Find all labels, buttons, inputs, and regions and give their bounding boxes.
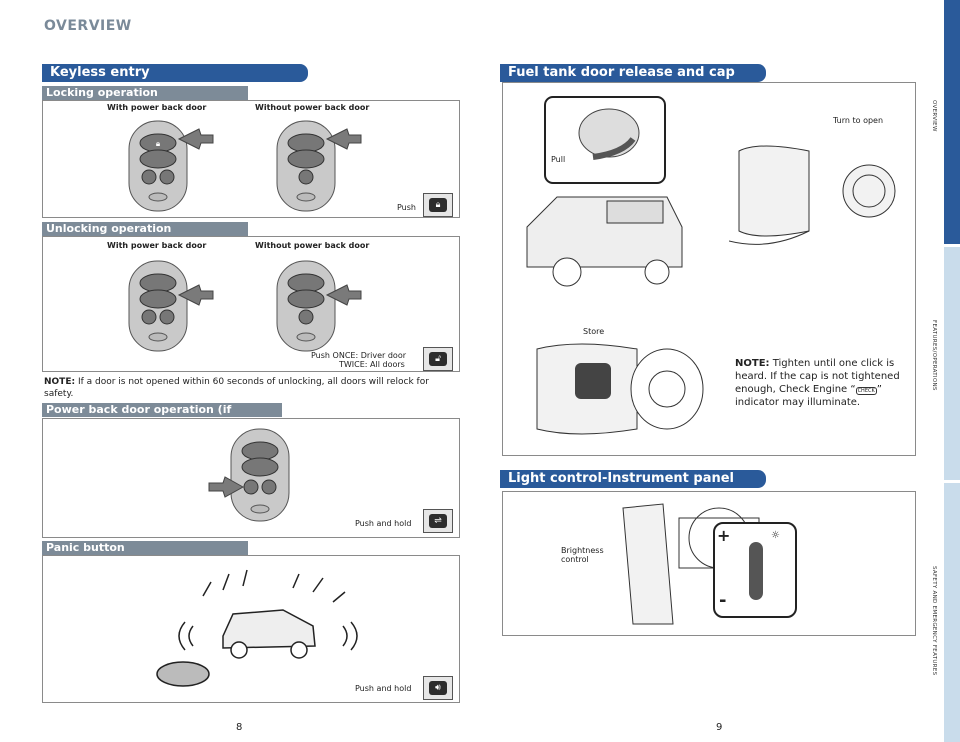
- power-back-door-instruction: Push and hold: [355, 519, 412, 528]
- brightness-label-2: control: [561, 555, 589, 564]
- fuel-panel: Pull Turn to open Store NOTE: Tighten un…: [502, 82, 916, 456]
- tab-features-operations[interactable]: [944, 247, 960, 480]
- brightness-dial-inset: + - ☼: [713, 522, 797, 618]
- turn-to-open-label: Turn to open: [833, 116, 884, 125]
- note-text: Tighten until one click is heard. If the…: [735, 358, 900, 395]
- note-text-end: ” indicator may illuminate.: [735, 384, 882, 408]
- svg-text:🔒︎: 🔒︎: [156, 139, 160, 148]
- fuel-lever-illustration: [544, 96, 666, 184]
- tab-overview[interactable]: [944, 0, 960, 244]
- tab-label-features: FEATURES/OPERATIONS: [931, 320, 937, 391]
- unlocking-panel: With power back door Without power back …: [42, 236, 460, 372]
- vehicle-illustration: [526, 196, 683, 287]
- brightness-dial[interactable]: [749, 542, 763, 600]
- panic-illustration: [156, 569, 358, 687]
- panic-button-icon: 🔊︎: [423, 676, 453, 700]
- note-label: NOTE:: [735, 358, 770, 369]
- fuel-cap-store-illustration: [536, 343, 704, 435]
- page-header: OVERVIEW: [44, 18, 132, 34]
- col-label-with: With power back door: [107, 241, 207, 250]
- fuel-cap-open-illustration: [729, 145, 896, 245]
- subsection-locking: Locking operation: [42, 86, 248, 100]
- plus-sign: +: [717, 526, 731, 545]
- note-label: NOTE:: [44, 377, 76, 387]
- tab-label-overview: OVERVIEW: [931, 100, 937, 132]
- unlocking-instruction-2: TWICE: All doors: [339, 360, 405, 369]
- col-label-without: Without power back door: [255, 241, 370, 250]
- key-fob-without-power-door: [276, 120, 362, 212]
- note-text: If a door is not opened within 60 second…: [44, 377, 429, 399]
- fuel-note: NOTE: Tighten until one click is heard. …: [735, 357, 911, 409]
- col-label-without: Without power back door: [255, 103, 370, 112]
- check-engine-icon: CHECK: [855, 387, 877, 395]
- keyless-note: NOTE: If a door is not opened within 60 …: [44, 376, 454, 400]
- section-light-control: Light control-Instrument panel: [500, 470, 766, 488]
- col-label-with: With power back door: [107, 103, 207, 112]
- panic-instruction: Push and hold: [355, 684, 412, 693]
- lock-button-icon: 🔒︎: [423, 193, 453, 217]
- page-number-left: 8: [236, 722, 243, 733]
- dashboard-light-icon: ☼: [771, 530, 780, 541]
- key-fob-without-power-door: [276, 260, 362, 352]
- key-fob-with-power-door: 🔒︎: [128, 120, 214, 212]
- panic-panel: Push and hold 🔊︎: [42, 555, 460, 703]
- subsection-power-back-door: Power back door operation (if equipped): [42, 403, 282, 430]
- subsection-unlocking: Unlocking operation: [42, 222, 248, 236]
- pull-label: Pull: [551, 155, 566, 164]
- page-number-right: 9: [716, 722, 723, 733]
- section-keyless-entry: Keyless entry: [42, 64, 308, 82]
- section-fuel-tank: Fuel tank door release and cap: [500, 64, 766, 82]
- store-label: Store: [583, 327, 605, 336]
- back-door-button-icon: ⇌: [423, 509, 453, 533]
- light-panel: Brightness control + - ☼: [502, 491, 916, 636]
- unlocking-instruction-1: Push ONCE: Driver door: [311, 351, 407, 360]
- unlock-button-icon: 🔓︎: [423, 347, 453, 371]
- tab-safety-emergency[interactable]: [944, 483, 960, 742]
- key-fob-with-power-door: [128, 260, 214, 352]
- minus-sign: -: [719, 590, 727, 611]
- key-fob-power-back-door: [208, 428, 290, 522]
- locking-panel: With power back door Without power back …: [42, 100, 460, 218]
- locking-instruction: Push: [397, 203, 416, 212]
- brightness-label-1: Brightness: [561, 546, 604, 555]
- tab-label-safety: SAFETY AND EMERGENCY FEATURES: [931, 566, 937, 676]
- subsection-panic: Panic button: [42, 541, 248, 555]
- power-back-door-panel: Push and hold ⇌: [42, 418, 460, 538]
